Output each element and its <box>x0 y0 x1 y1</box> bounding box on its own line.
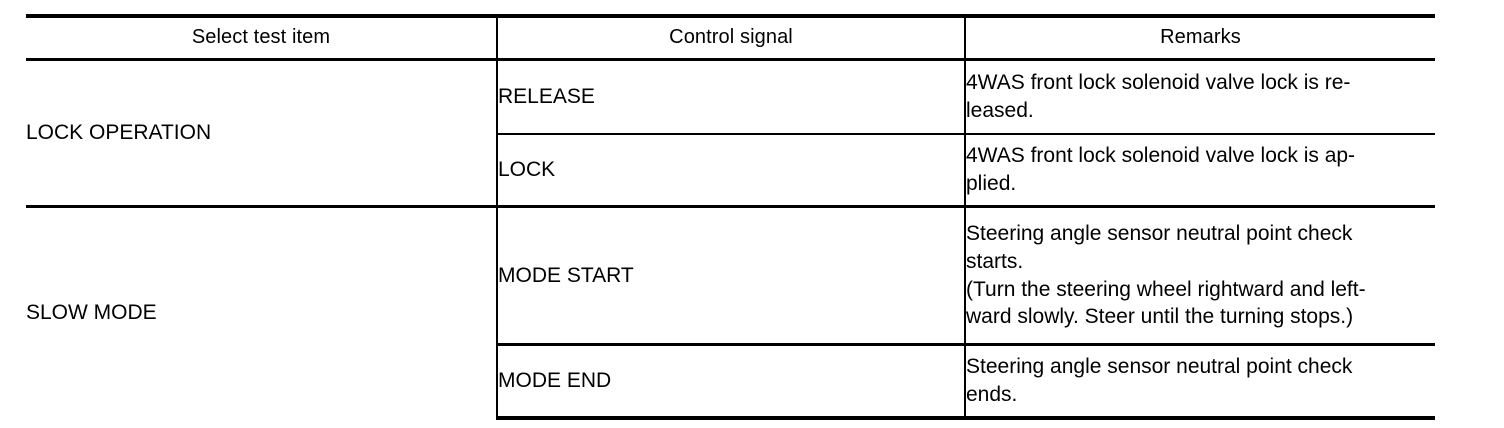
remark-line: Steering angle sensor neutral point chec… <box>966 222 1353 246</box>
table-header-row: Select test item Control signal Remarks <box>26 14 1435 61</box>
signal-label: MODE START <box>498 263 634 287</box>
remarks-cell-release: 4WAS front lock solenoid valve lock is r… <box>965 60 1435 135</box>
remark-line: (Turn the steering wheel rightward and l… <box>966 277 1366 301</box>
signal-label: LOCK <box>498 158 556 182</box>
group-label: LOCK OPERATION <box>26 121 212 145</box>
table-body: LOCK OPERATION RELEASE 4WAS front lock s… <box>26 59 1435 420</box>
remarks-cell-mode-end: Steering angle sensor neutral point chec… <box>965 343 1435 420</box>
signal-cell-mode-end: MODE END <box>497 343 966 420</box>
signal-cell-lock: LOCK <box>497 133 966 207</box>
column-header-control-signal: Control signal <box>497 14 966 61</box>
remark-line: 4WAS front lock solenoid valve lock is a… <box>966 144 1356 168</box>
signal-cell-release: RELEASE <box>497 59 966 134</box>
signal-label: RELEASE <box>498 85 595 109</box>
table-row: LOCK 4WAS front lock solenoid valve lock… <box>26 133 1435 207</box>
remark-line: ward slowly. Steer until the turning sto… <box>966 305 1354 329</box>
remarks-cell-mode-start: Steering angle sensor neutral point chec… <box>965 205 1435 345</box>
remark-line: leased. <box>966 99 1034 122</box>
signal-cell-mode-start: MODE START <box>497 205 966 345</box>
table-row: SLOW MODE MODE START Steering angle sens… <box>26 205 1435 418</box>
remark-line: ends. <box>966 383 1018 406</box>
group-label: SLOW MODE <box>26 301 157 325</box>
table-row: MODE END Steering angle sensor neutral p… <box>26 343 1435 420</box>
remarks-cell-lock: 4WAS front lock solenoid valve lock is a… <box>965 133 1435 207</box>
group-cell-slow-mode: SLOW MODE <box>26 205 498 418</box>
select-test-item-table: Select test item Control signal Remarks … <box>26 14 1435 420</box>
remark-line: starts. <box>966 249 1024 273</box>
group-cell-lock-operation: LOCK OPERATION <box>26 59 498 207</box>
remark-line: 4WAS front lock solenoid valve lock is r… <box>966 71 1351 95</box>
signal-label: MODE END <box>498 369 612 393</box>
table-row: LOCK OPERATION RELEASE 4WAS front lock s… <box>26 59 1435 207</box>
remark-line: plied. <box>966 172 1017 195</box>
table-header: Select test item Control signal Remarks <box>26 14 1435 61</box>
spec-table-wrapper: Select test item Control signal Remarks … <box>26 14 1435 420</box>
column-header-select-test-item: Select test item <box>26 14 498 61</box>
column-header-remarks: Remarks <box>965 14 1435 61</box>
remark-line: Steering angle sensor neutral point chec… <box>966 355 1353 379</box>
